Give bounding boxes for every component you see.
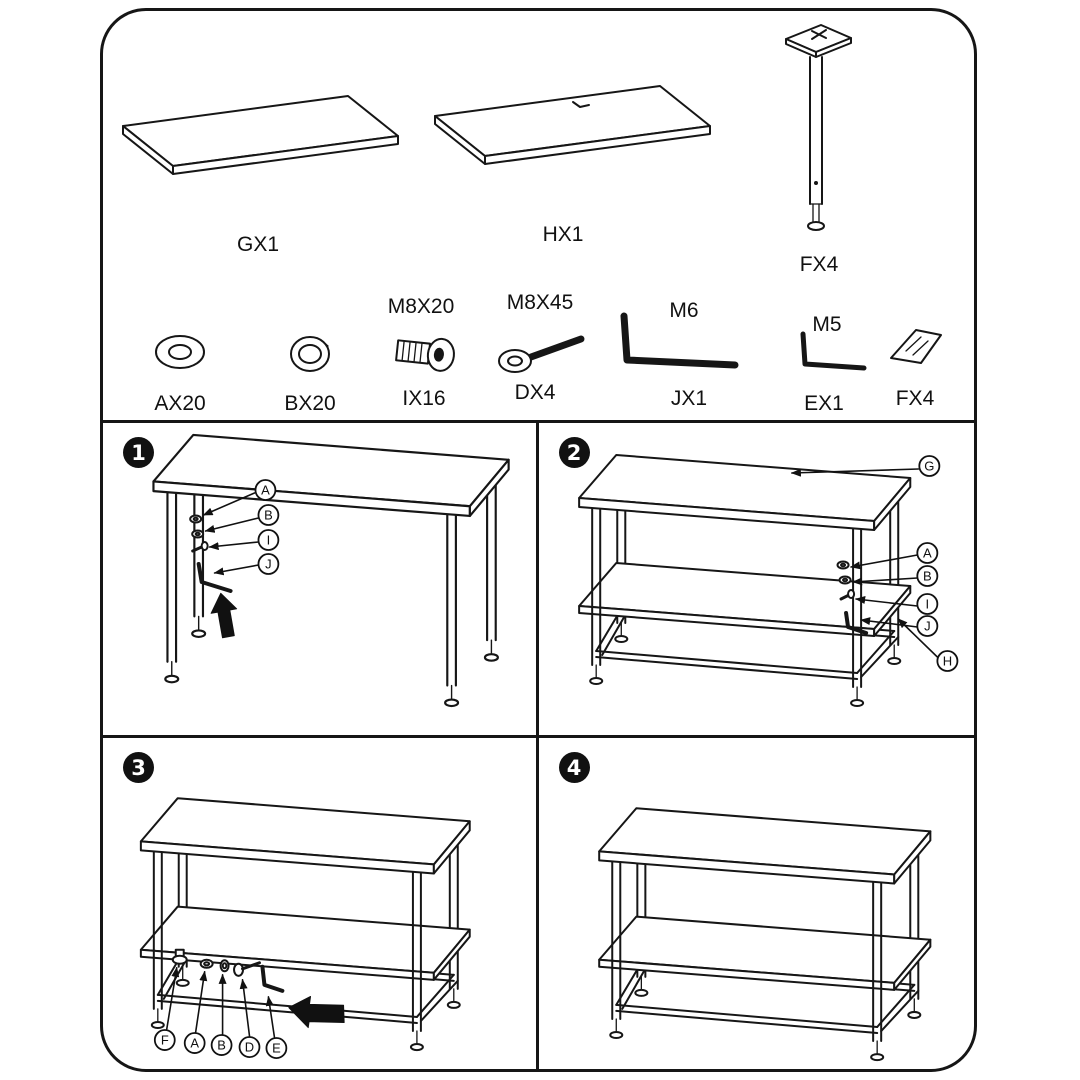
callout-b: B: [210, 973, 233, 1056]
callout-h: H: [896, 618, 958, 672]
callout-label: B: [217, 1038, 226, 1053]
callout-label: I: [925, 597, 929, 612]
size-label-m6: M6: [669, 299, 698, 322]
step-2: 2: [538, 423, 974, 738]
table-leg-drawing: [785, 24, 852, 231]
callout-a: A: [183, 970, 208, 1054]
hardware-inline-icons: [836, 560, 868, 635]
step-3: 3: [103, 738, 539, 1069]
lock-washer-icon: [290, 336, 330, 372]
hardware-inline-icons: [189, 514, 233, 593]
step-number: 4: [566, 755, 582, 780]
callout-label: J: [265, 556, 271, 571]
callout-f: F: [153, 966, 180, 1051]
callout-label: J: [924, 619, 931, 634]
tabletop-panel-drawing: [122, 95, 399, 175]
direction-arrow-up: [210, 592, 238, 639]
callout-i: I: [854, 593, 938, 615]
callout-label: I: [267, 532, 271, 547]
callout-label: E: [272, 1041, 281, 1056]
callout-label: D: [245, 1040, 254, 1055]
part-label-d: DX4: [515, 381, 556, 404]
step-4-diagram: [597, 807, 931, 1062]
step-4: 4: [539, 738, 975, 1069]
callout-label: B: [264, 507, 273, 522]
direction-arrow-left: [288, 995, 345, 1029]
steps-section: 1: [103, 423, 974, 1069]
allen-key-m6-icon: [620, 312, 739, 369]
table-drawing: [152, 433, 510, 708]
step-number-badge: 3: [123, 752, 154, 783]
part-label-f2: FX4: [896, 387, 935, 410]
step-2-diagram: G A B: [577, 454, 958, 707]
table-drawing: [577, 454, 911, 707]
callout-j: J: [213, 553, 280, 576]
table-drawing: [139, 797, 471, 1052]
step-1-diagram: A B I: [152, 433, 510, 708]
hardware-inline-icons: [171, 948, 285, 993]
step-3-diagram: F A B: [139, 797, 471, 1060]
callout-label: G: [924, 459, 934, 474]
part-label-i: IX16: [402, 387, 445, 410]
callout-d: D: [238, 978, 261, 1058]
part-label-a: AX20: [154, 392, 205, 415]
callout-a: A: [849, 542, 938, 570]
callout-label: F: [161, 1033, 169, 1048]
part-label-b: BX20: [284, 392, 335, 415]
step-number: 1: [131, 440, 146, 465]
step-number-badge: 2: [558, 437, 590, 468]
step-1: 1: [103, 423, 539, 738]
callout-a: A: [202, 479, 277, 516]
callout-label: H: [942, 654, 951, 669]
part-label-j: JX1: [671, 387, 707, 410]
callout-b: B: [204, 504, 280, 533]
parts-section: GX1 HX1: [103, 11, 974, 423]
size-label-m8x20: M8X20: [388, 295, 455, 318]
bolt-icon: [395, 337, 455, 372]
part-label-e: EX1: [804, 392, 844, 415]
callout-label: B: [922, 569, 931, 584]
screw-icon: [498, 335, 585, 373]
step-number-badge: 4: [558, 752, 590, 783]
wedge-foot-icon: [890, 329, 942, 364]
part-label-h: HX1: [543, 223, 584, 246]
washer-icon: [155, 335, 205, 369]
callout-label: A: [922, 546, 931, 561]
table-drawing: [597, 807, 931, 1062]
step-number: 3: [131, 755, 146, 780]
callout-label: A: [190, 1036, 199, 1051]
size-label-m8x45: M8X45: [507, 291, 574, 314]
part-label-f: FX4: [800, 253, 839, 276]
callout-label: A: [261, 482, 270, 497]
step-number: 2: [566, 440, 582, 465]
step-number-badge: 1: [123, 437, 154, 468]
size-label-m5: M5: [812, 313, 841, 336]
part-label-g: GX1: [237, 233, 279, 256]
sheet-frame: GX1 HX1: [100, 8, 977, 1072]
callout-b: B: [851, 565, 938, 587]
callout-g: G: [790, 455, 940, 477]
callout-i: I: [208, 529, 280, 551]
callout-e: E: [265, 995, 288, 1060]
allen-key-m5-icon: [800, 331, 867, 371]
parts-diagram: GX1 HX1: [122, 24, 942, 415]
shelf-panel-drawing: [434, 85, 711, 165]
callout-j: J: [859, 615, 938, 637]
